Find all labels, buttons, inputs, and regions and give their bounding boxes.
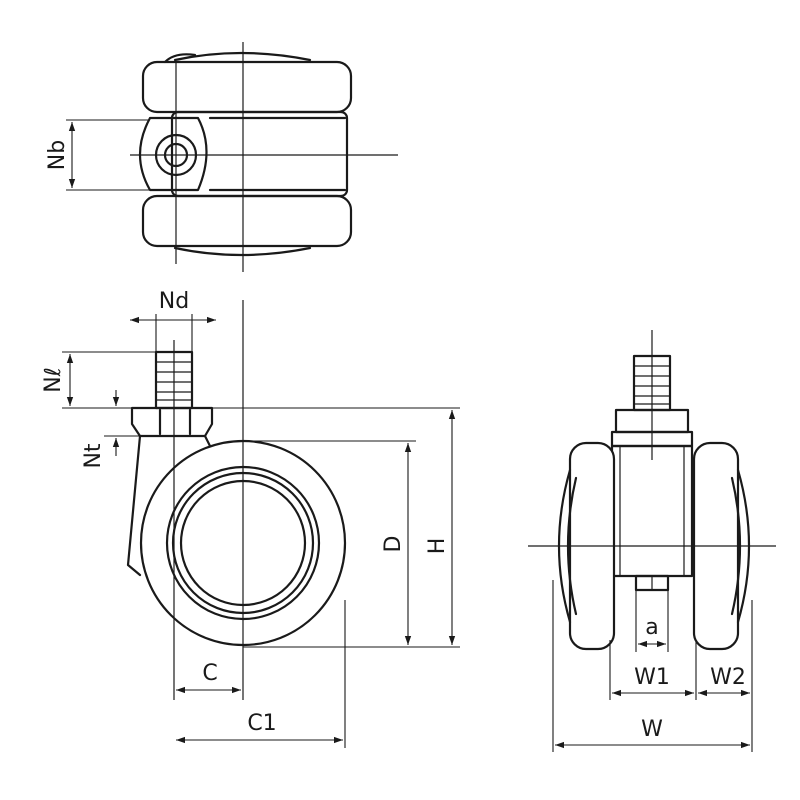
dim-label-nb: Nb [45, 140, 70, 170]
dim-label-w1: W1 [634, 665, 670, 690]
dim-label-nt: Nt [81, 443, 106, 468]
dim-label-w: W [641, 717, 663, 742]
top-view [66, 42, 398, 272]
dim-label-c: C [202, 661, 217, 686]
front-view [528, 330, 776, 752]
dim-label-w2: W2 [710, 665, 746, 690]
dim-label-c1: C1 [247, 711, 276, 736]
dim-label-nd: Nd [159, 289, 189, 314]
dim-label-h: H [425, 538, 450, 555]
dim-label-a: a [645, 615, 658, 640]
dim-label-d: D [381, 536, 406, 553]
side-view [62, 300, 460, 748]
dim-label-nl: Nℓ [41, 367, 66, 393]
